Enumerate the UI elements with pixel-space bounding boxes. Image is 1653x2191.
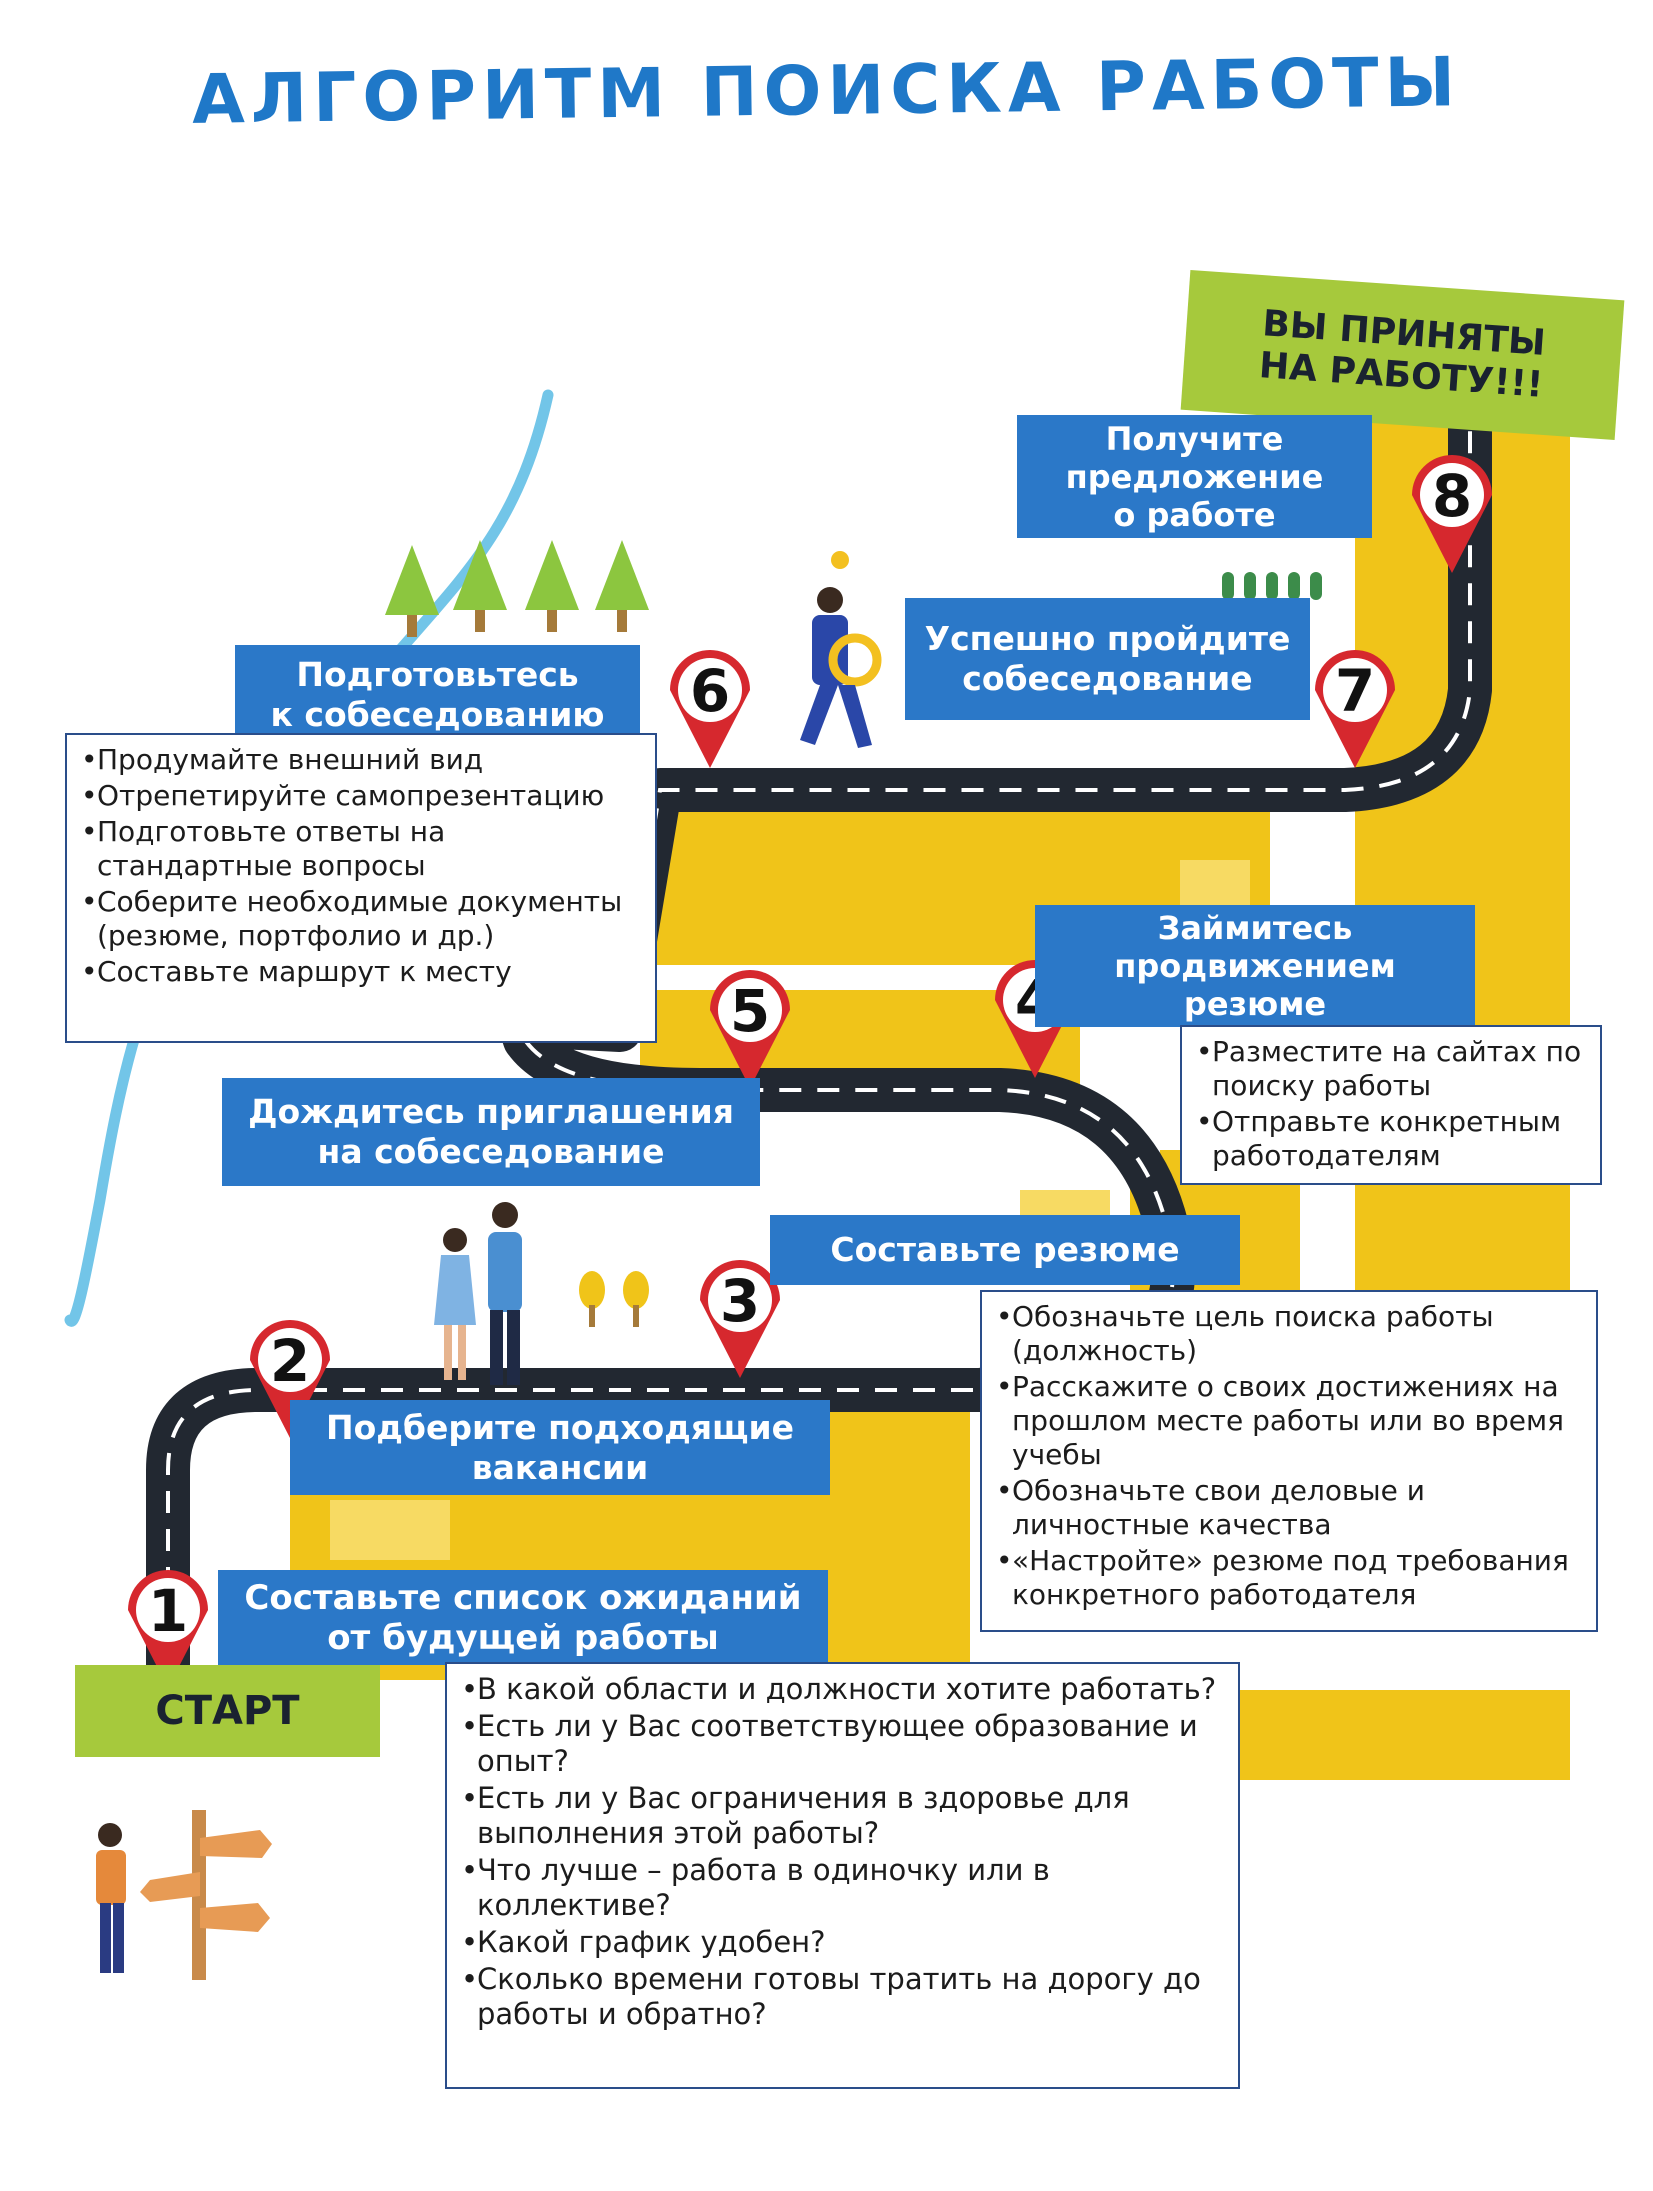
step-2-label: Подберите подходящие вакансии <box>290 1400 830 1495</box>
step-4-label: Займитесь продвижением резюме <box>1035 905 1475 1027</box>
step-8-pin: 8 <box>1412 455 1492 573</box>
step-3-bullet: Обозначьте цель поиска работы (должность… <box>996 1300 1586 1368</box>
small-trees <box>1222 572 1322 600</box>
step-6-pin: 6 <box>670 650 750 768</box>
step-4-bullet: Разместите на сайтах по поиску работы <box>1196 1035 1590 1103</box>
step-1-bullet: Что лучше – работа в одиночку или в колл… <box>461 1853 1228 1923</box>
road-center-line <box>166 400 1472 1665</box>
step-1-label: Составьте список ожиданий от будущей раб… <box>218 1570 828 1665</box>
step-8-label: Получите предложение о работе <box>1017 415 1372 538</box>
step-5-label: Дождитесь приглашения на собеседование <box>222 1078 760 1186</box>
step-6-bullet: Подготовьте ответы на стандартные вопрос… <box>81 815 645 883</box>
running-businessman <box>800 551 882 748</box>
step-3-number: 3 <box>720 1267 760 1335</box>
step-1-bullet: Какой график удобен? <box>461 1925 1228 1960</box>
step-6-number: 6 <box>690 657 730 725</box>
step-2-number: 2 <box>270 1327 310 1395</box>
step-5-number: 5 <box>730 977 770 1045</box>
step-1-bullet: Сколько времени готовы тратить на дорогу… <box>461 1962 1228 2032</box>
step-1-pin: 1 <box>128 1570 208 1688</box>
step-1-details: В какой области и должности хотите работ… <box>445 1662 1240 2089</box>
couple <box>434 1202 522 1385</box>
step-7-number: 7 <box>1335 657 1375 725</box>
round-trees <box>579 1271 649 1327</box>
step-3-label: Составьте резюме <box>770 1215 1240 1285</box>
step-3-details: Обозначьте цель поиска работы (должность… <box>980 1290 1598 1632</box>
step-7-pin: 7 <box>1315 650 1395 768</box>
step-6-bullet: Отрепетируйте самопрезентацию <box>81 779 645 813</box>
step-1-bullet: Есть ли у Вас соответствующее образовани… <box>461 1709 1228 1779</box>
step-6-bullet: Составьте маршрут к месту <box>81 955 645 989</box>
person-start <box>96 1823 126 1973</box>
step-3-bullet: Расскажите о своих достижениях на прошло… <box>996 1370 1586 1472</box>
step-3-bullet: Обозначьте свои деловые и личностные кач… <box>996 1474 1586 1542</box>
step-7-label: Успешно пройдите собеседование <box>905 598 1310 720</box>
step-2-pin: 2 <box>250 1320 330 1438</box>
step-1-bullet: В какой области и должности хотите работ… <box>461 1672 1228 1707</box>
step-4-bullet: Отправьте конкретным работодателям <box>1196 1105 1590 1173</box>
step-3-bullet: «Настройте» резюме под требования конкре… <box>996 1544 1586 1612</box>
step-5-pin: 5 <box>710 970 790 1088</box>
step-8-number: 8 <box>1432 462 1472 530</box>
pine-trees <box>385 540 649 637</box>
step-pins: 12345678 <box>128 455 1492 1688</box>
step-3-pin: 3 <box>700 1260 780 1378</box>
step-1-bullet: Есть ли у Вас ограничения в здоровье для… <box>461 1781 1228 1851</box>
signpost <box>140 1810 272 1980</box>
step-6-details: Продумайте внешний вид Отрепетируйте сам… <box>65 733 657 1043</box>
step-6-bullet: Соберите необходимые документы (резюме, … <box>81 885 645 953</box>
step-1-number: 1 <box>148 1577 188 1645</box>
step-4-details: Разместите на сайтах по поиску работы От… <box>1180 1025 1602 1185</box>
step-6-bullet: Продумайте внешний вид <box>81 743 645 777</box>
start-banner: СТАРТ <box>75 1665 380 1757</box>
step-6-label: Подготовьтесь к собеседованию <box>235 645 640 745</box>
